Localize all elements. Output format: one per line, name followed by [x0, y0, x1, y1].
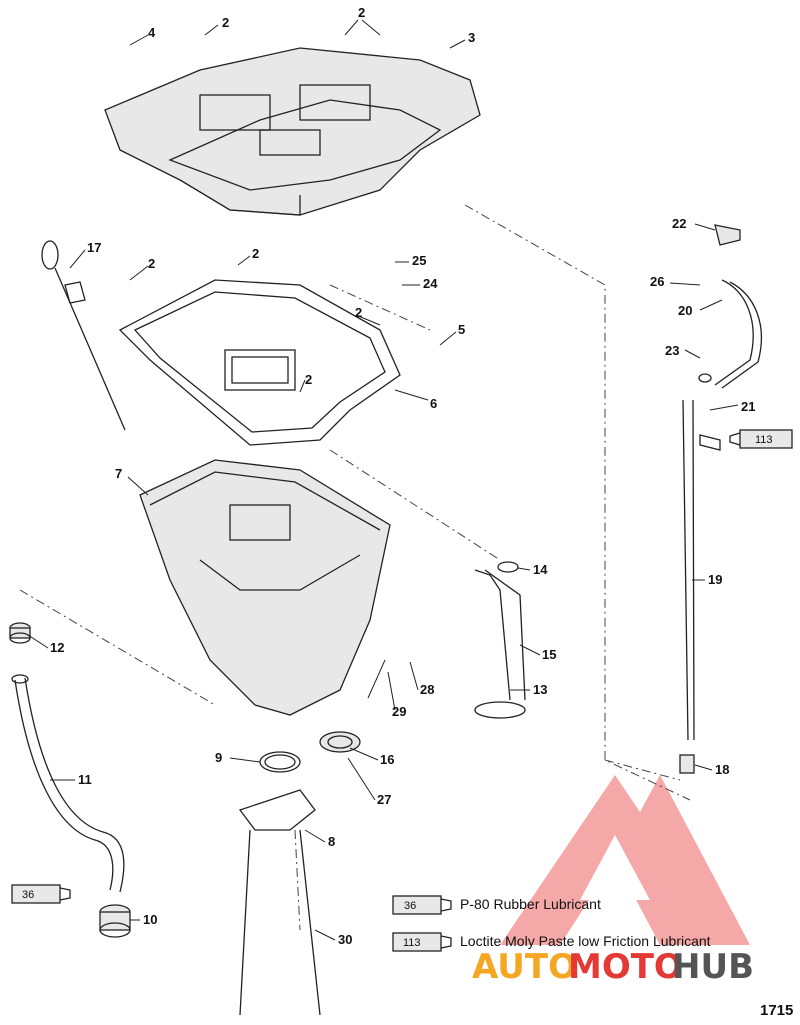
assembly-lines: [19, 204, 691, 931]
lube-tube-113-icon: 113: [729, 429, 793, 449]
callout-20: 20: [678, 303, 692, 318]
dipstick: [41, 240, 126, 431]
figure-number: 1715: [760, 1002, 793, 1019]
callout-23: 23: [665, 343, 679, 358]
grommet-12: [9, 622, 31, 644]
drain-tube: [11, 674, 125, 893]
callout-28: 28: [420, 682, 434, 697]
legend-item-36: 36 P-80 Rubber Lubricant: [392, 895, 601, 915]
callout-8: 8: [328, 834, 335, 849]
callout-27: 27: [377, 792, 391, 807]
callout-3: 3: [468, 30, 475, 45]
callout-5: 5: [458, 322, 465, 337]
exhaust-tube: [238, 789, 321, 1016]
lube-tube-36-label: 36: [22, 889, 34, 901]
legend: 36 P-80 Rubber Lubricant 113 Loctite Mol…: [392, 895, 711, 952]
callout-7: 7: [115, 466, 122, 481]
watermark-moto: MOTO: [568, 947, 683, 987]
callout-30: 30: [338, 932, 352, 947]
lube-tube-36-icon: 36: [11, 884, 71, 904]
lube-tube-113-label: 113: [755, 434, 773, 446]
callout-9: 9: [215, 750, 222, 765]
callout-14: 14: [533, 562, 548, 577]
callout-2: 2: [305, 372, 312, 387]
callout-17: 17: [87, 240, 101, 255]
oil-pickup: [474, 561, 526, 719]
lube-tube-36-icon: [392, 895, 442, 915]
legend-label-36: P-80 Rubber Lubricant: [460, 896, 601, 912]
adapter-plate: [104, 47, 481, 216]
callout-25: 25: [412, 253, 426, 268]
callout-16: 16: [380, 752, 394, 767]
callout-2: 2: [222, 15, 229, 30]
oil-pan: [139, 459, 391, 716]
callout-4: 4: [148, 25, 156, 40]
shift-rod: [679, 399, 695, 774]
leader-lines: [27, 19, 739, 941]
callout-2: 2: [358, 5, 365, 20]
callouts: 4 2 2 3 17 2 2 2 2 25 24 5 6 7 12 11 10 …: [50, 5, 755, 947]
callout-15: 15: [542, 647, 556, 662]
callout-13: 13: [533, 682, 547, 697]
callout-21: 21: [741, 399, 755, 414]
callout-2: 2: [148, 256, 155, 271]
callout-22: 22: [672, 216, 686, 231]
watermark-auto: AUTO: [472, 947, 577, 987]
watermark-hub: HUB: [672, 947, 754, 987]
legend-code-36: 36: [404, 900, 416, 912]
gasket: [118, 279, 401, 446]
callout-6: 6: [430, 396, 437, 411]
callout-19: 19: [708, 572, 722, 587]
legend-code-113: 113: [403, 937, 421, 949]
callout-2: 2: [252, 246, 259, 261]
callout-10: 10: [143, 912, 157, 927]
callout-12: 12: [50, 640, 64, 655]
seal-27: [319, 731, 361, 753]
seal-9: [259, 751, 301, 773]
callout-26: 26: [650, 274, 664, 289]
lube-tube-113-icon: [392, 932, 442, 952]
watermark-logo: [500, 775, 750, 945]
legend-item-113: 113 Loctite Moly Paste low Friction Lubr…: [392, 932, 711, 952]
grommet-10: [99, 904, 131, 938]
watermark-text: AUTO MOTO HUB: [472, 947, 754, 987]
callout-18: 18: [715, 762, 729, 777]
callout-2: 2: [355, 305, 362, 320]
callout-11: 11: [78, 772, 92, 787]
legend-label-113: Loctite Moly Paste low Friction Lubrican…: [460, 933, 711, 949]
callout-24: 24: [423, 276, 438, 291]
callout-29: 29: [392, 704, 406, 719]
shift-linkage: [698, 224, 762, 451]
